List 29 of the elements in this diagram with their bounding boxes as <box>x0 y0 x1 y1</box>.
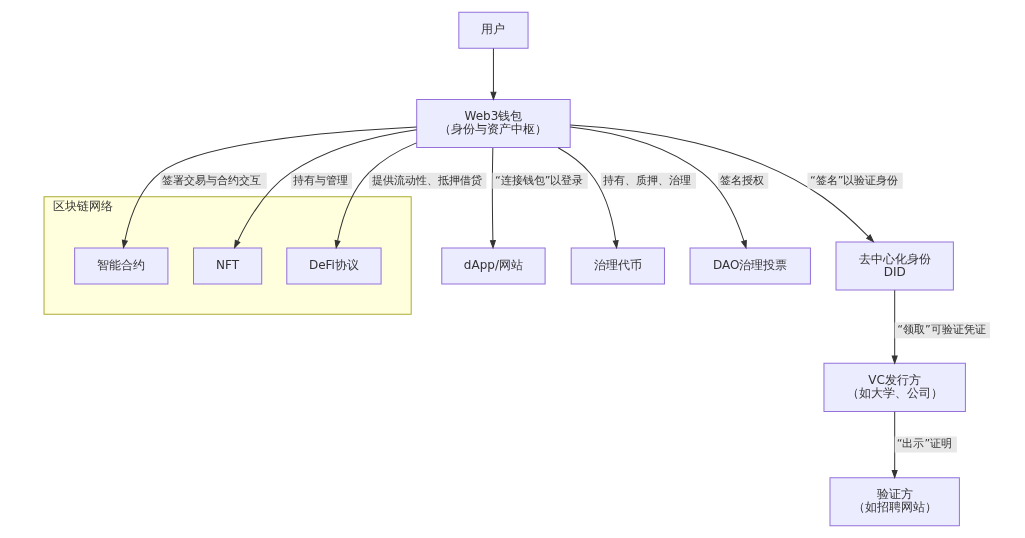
edge-label: 持有、质押、治理 <box>602 173 691 187</box>
node-box: 用户 <box>457 11 529 49</box>
arrow <box>334 142 417 249</box>
node-box: dApp/网站 <box>440 247 546 285</box>
edge-label: “领取”可验证凭证 <box>896 323 986 336</box>
edge-label: “签名”以验证身份 <box>809 173 898 187</box>
node-box: DeFi协议 <box>285 247 382 285</box>
arrow <box>891 411 898 478</box>
node-box: 验证方 （如招聘网站） <box>829 477 960 527</box>
arrow <box>557 147 619 249</box>
arrow <box>891 289 898 364</box>
arrow <box>121 126 417 249</box>
edge-label: 提供流动性、抵押借贷 <box>371 173 482 187</box>
arrow <box>233 129 417 249</box>
arrow <box>490 47 496 100</box>
edge-label: 签名授权 <box>719 173 764 187</box>
node-box: 去中心化身份 DID <box>835 241 954 291</box>
node-box: DAO治理投票 <box>689 247 811 285</box>
node-box: VC发行方 （如大学、公司） <box>822 362 966 412</box>
node-box: Web3钱包 （身份与资产中枢） <box>415 98 571 149</box>
edge-label: “出示”证明 <box>896 437 952 451</box>
node-box: NFT <box>192 247 262 285</box>
node-box: 智能合约 <box>73 247 168 285</box>
edge-label: “连接钱包”以登录 <box>494 173 583 187</box>
arrow <box>569 124 874 243</box>
edge-label: 签署交易与合约交互 <box>161 173 261 187</box>
edge-label: 持有与管理 <box>292 173 348 187</box>
arrow <box>569 126 747 249</box>
node-box: 治理代币 <box>570 247 665 285</box>
